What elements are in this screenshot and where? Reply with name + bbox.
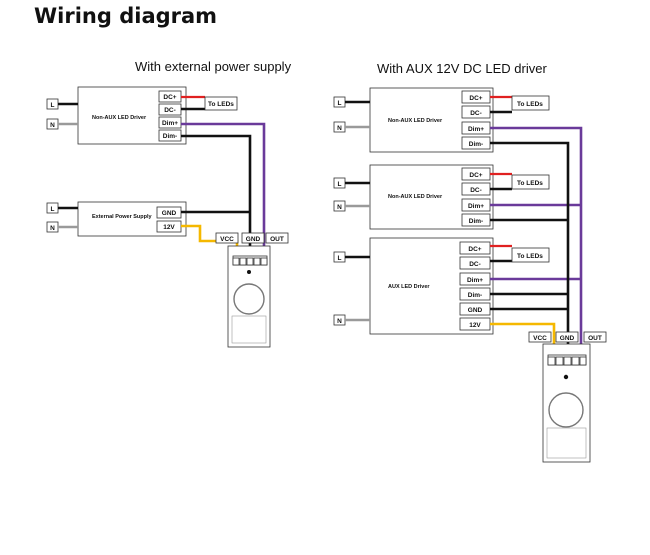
wire-black	[490, 141, 570, 355]
left-sensor-pin	[246, 257, 254, 266]
left-driver-terminal-dimplus	[158, 116, 182, 129]
left-sensor-label: VCC	[220, 236, 234, 243]
right-sensor-pin	[579, 356, 587, 366]
right-sensor-out-box	[583, 331, 607, 343]
right-driver-3-terminal-label: 12V	[469, 322, 481, 329]
left-psu-label: External Power Supply	[92, 214, 153, 220]
right-sensor-lens	[548, 392, 584, 428]
left-driver-label: Non-AUX LED Driver	[92, 115, 147, 121]
left-sensor-pin	[260, 257, 268, 266]
left-driver-terminal-label: DC-	[164, 107, 176, 114]
right-sensor-pin	[547, 356, 556, 366]
left-psu-terminal-label: 12V	[163, 224, 175, 231]
right-sensor: VCC GND OUT	[528, 331, 607, 463]
right-driver-3-terminal-label: DC+	[468, 246, 481, 253]
right-driver-1-terminal-label: Dim+	[468, 126, 484, 133]
right-driver-3: AUX LED Driver DC+ DC- Dim+ Dim- GND 12V	[369, 237, 494, 335]
right-driver-1-n-label: N	[337, 125, 342, 132]
left-sensor-lens	[233, 283, 265, 315]
right-driver-3-n-label: N	[337, 318, 342, 325]
right-driver-3-terminal-dcminus	[459, 256, 491, 270]
right-driver-2: Non-AUX LED Driver DC+ DC- Dim+ Dim-	[369, 164, 494, 230]
right-driver-3-to-leds-box	[511, 247, 550, 263]
left-psu-n-label: N	[50, 225, 55, 232]
wire-purple	[181, 122, 266, 260]
right-driver-3-terminal-label: Dim+	[467, 277, 483, 284]
left-psu: External Power Supply GND 12V	[77, 201, 187, 237]
left-sensor-label: GND	[246, 236, 261, 243]
right-driver-1-to-leds-label: To LEDs	[517, 101, 543, 108]
left-to-leds-label: To LEDs	[208, 101, 234, 108]
left-psu-terminal-label: GND	[162, 210, 177, 217]
right-sensor-indicator-dot	[563, 374, 569, 380]
left-subtitle: With external power supply	[135, 59, 292, 74]
right-sensor-label: OUT	[588, 335, 602, 342]
left-sensor: VCC GND OUT	[215, 232, 289, 348]
left-sensor-indicator-dot	[247, 270, 251, 274]
right-sensor-label: GND	[560, 335, 575, 342]
right-driver-3-terminal-label: DC-	[469, 261, 481, 268]
wire-black	[181, 134, 252, 260]
right-driver-2-n-label: N	[337, 204, 342, 211]
right-driver-1-l-label: L	[338, 100, 342, 107]
right-sensor-panel	[546, 427, 587, 459]
left-sensor-out-box	[265, 232, 289, 244]
right-driver-2-l-label: L	[338, 181, 342, 188]
left-to-leds-box	[204, 96, 238, 111]
left-sensor-gnd-box	[241, 232, 265, 244]
left-sensor-pin	[232, 257, 240, 266]
right-driver-1-terminal-label: DC-	[470, 110, 482, 117]
right-driver-2-terminal-label: DC-	[470, 187, 482, 194]
right-driver-3-terminal-dcplus	[459, 241, 491, 255]
right-sensor-vcc-box	[528, 331, 552, 343]
left-psu-l-label: L	[51, 206, 55, 213]
left-sensor-pin	[239, 257, 247, 266]
right-driver-1-terminal-label: DC+	[469, 95, 482, 102]
right-driver-2-label: Non-AUX LED Driver	[388, 194, 443, 200]
right-driver-2-to-leds-box	[511, 174, 550, 190]
left-driver-terminal-label: Dim-	[163, 133, 177, 140]
right-driver-3-to-leds-label: To LEDs	[517, 253, 543, 260]
right-driver-3-label: AUX LED Driver	[388, 284, 430, 290]
right-driver-1: Non-AUX LED Driver DC+ DC- Dim+ Dim-	[369, 87, 494, 153]
page-title: Wiring diagram	[34, 4, 218, 28]
right-driver-1-terminal-label: Dim-	[469, 141, 483, 148]
left-sensor-pin	[253, 257, 261, 266]
left-driver-n-label: N	[50, 122, 55, 129]
right-driver-1-label: Non-AUX LED Driver	[388, 118, 443, 124]
right-driver-2-terminal-label: Dim+	[468, 203, 484, 210]
right-driver-3-terminal-label: Dim-	[468, 292, 482, 299]
right-driver-3-l-label: L	[338, 255, 342, 262]
right-sensor-pin	[563, 356, 572, 366]
right-subtitle: With AUX 12V DC LED driver	[377, 61, 547, 76]
left-driver-l-label: L	[51, 102, 55, 109]
left-driver-terminal-label: Dim+	[162, 120, 178, 127]
right-driver-1-to-leds-box	[511, 95, 550, 111]
right-driver-3-terminal-label: GND	[468, 307, 483, 314]
right-sensor-label: VCC	[533, 335, 547, 342]
right-driver-2-to-leds-label: To LEDs	[517, 180, 543, 187]
left-driver: Non-AUX LED Driver DC+ DC- Dim+ Dim-	[77, 86, 187, 145]
left-sensor-label: OUT	[270, 236, 284, 243]
right-driver-2-terminal-label: Dim-	[469, 218, 483, 225]
left-sensor-vcc-box	[215, 232, 239, 244]
left-sensor-panel	[231, 315, 267, 344]
right-sensor-gnd-box	[555, 331, 579, 343]
right-sensor-pin	[555, 356, 564, 366]
left-driver-terminal-label: DC+	[163, 94, 176, 101]
right-sensor-pin	[571, 356, 580, 366]
right-driver-2-terminal-label: DC+	[469, 172, 482, 179]
